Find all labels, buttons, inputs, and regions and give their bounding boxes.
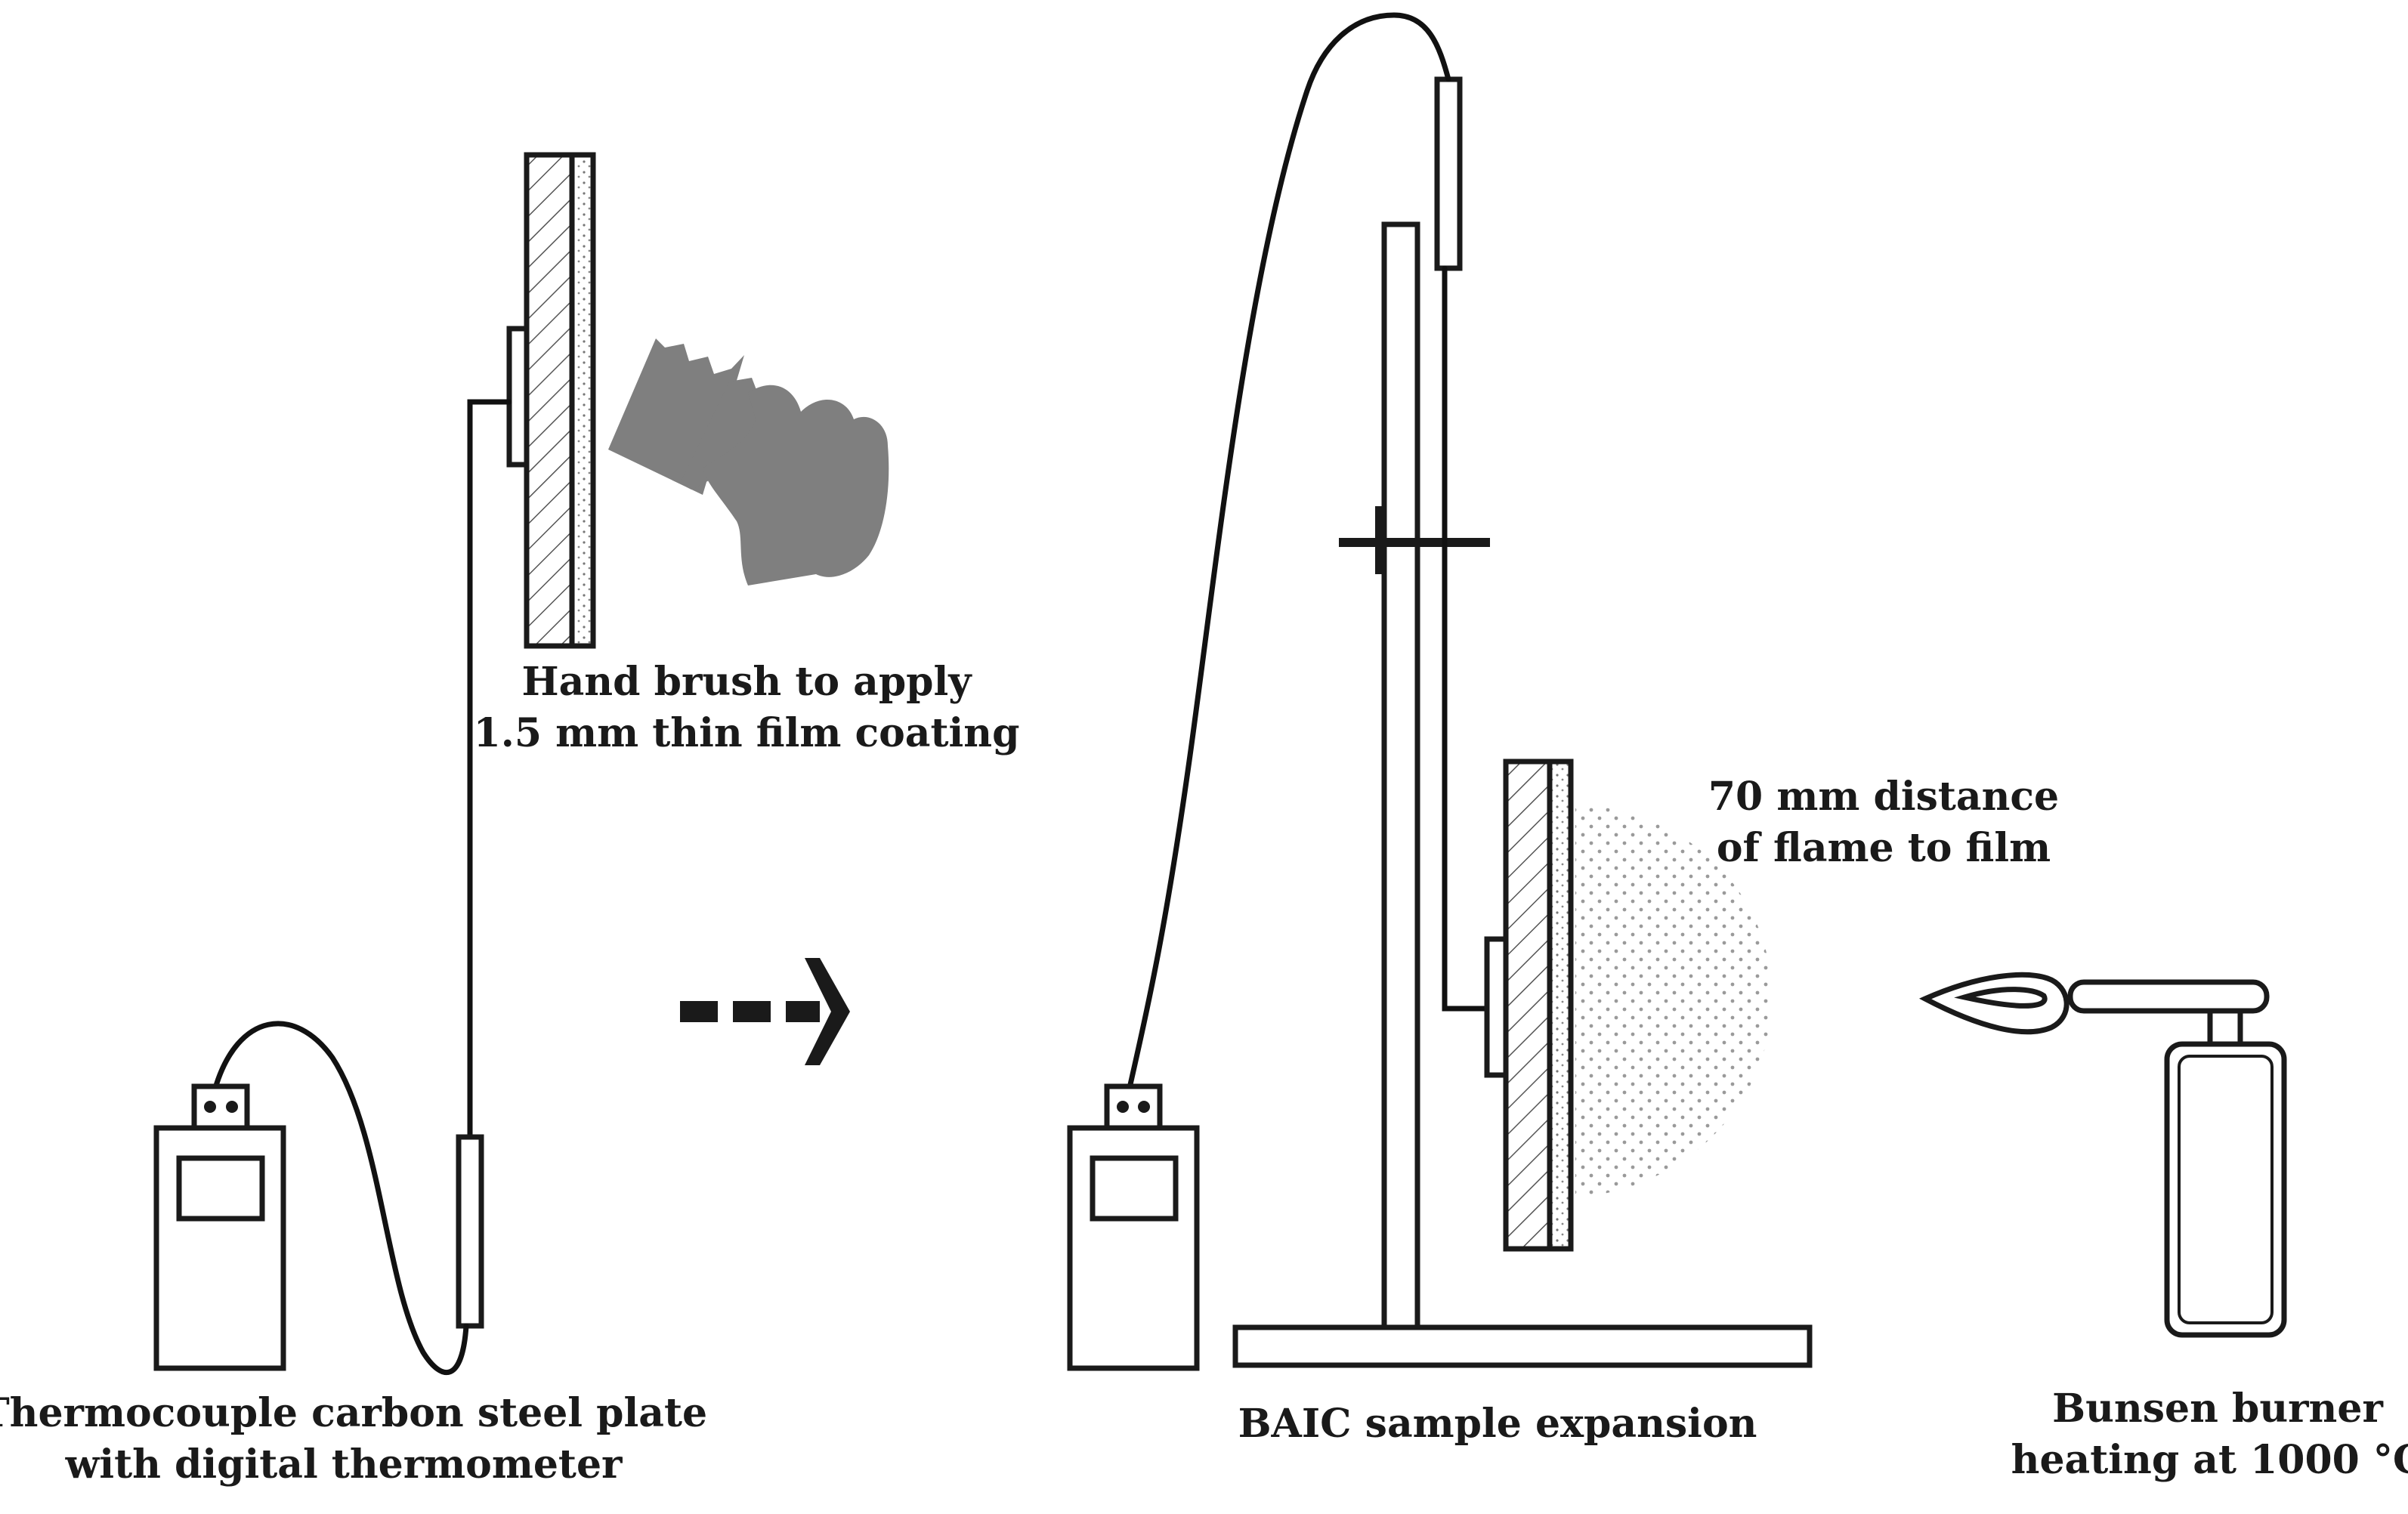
thermocouple-wire-left bbox=[467, 399, 512, 1140]
thermocouple-wire-right bbox=[1442, 265, 1490, 1012]
thermocouple-probe-left bbox=[456, 1134, 484, 1329]
thermocouple-tab-right bbox=[1484, 936, 1509, 1078]
brush-label-line1: Hand brush to apply bbox=[521, 659, 972, 705]
stand-base bbox=[1232, 1324, 1813, 1368]
distance-label-line2: of flame to film bbox=[1717, 825, 2051, 871]
distance-label-line1: 70 mm distance bbox=[1708, 774, 2059, 820]
coated-steel-plate-left bbox=[524, 152, 596, 649]
stand-rod bbox=[1381, 221, 1420, 1330]
sample-label: BAIC sample expansion bbox=[1238, 1401, 1757, 1447]
thermometer-cable-left bbox=[212, 1021, 469, 1375]
digital-thermometer-icon bbox=[153, 1083, 286, 1371]
flame-region bbox=[1575, 805, 1772, 1197]
hand-brush-icon bbox=[608, 338, 889, 586]
bunsen-burner-icon bbox=[1918, 972, 2287, 1338]
burner-label-line2: heating at 1000 °C bbox=[2011, 1437, 2408, 1483]
thermocouple-label-line1: Thermocouple carbon steel plate bbox=[0, 1390, 707, 1436]
stand-clamp bbox=[1339, 538, 1490, 547]
coated-steel-plate-right bbox=[1503, 759, 1574, 1252]
thermocouple-label-line2: with digital thermometer bbox=[65, 1441, 623, 1488]
burner-label-line1: Bunsen burner bbox=[2052, 1386, 2383, 1432]
thermometer-cable-right bbox=[1127, 12, 1451, 1091]
dashed-arrow-icon bbox=[680, 958, 850, 1065]
brush-label-line2: 1.5 mm thin film coating bbox=[474, 710, 1020, 756]
thermocouple-tab-left bbox=[506, 326, 530, 468]
digital-thermometer-right-icon bbox=[1067, 1083, 1200, 1371]
thermocouple-probe-right bbox=[1434, 76, 1463, 271]
